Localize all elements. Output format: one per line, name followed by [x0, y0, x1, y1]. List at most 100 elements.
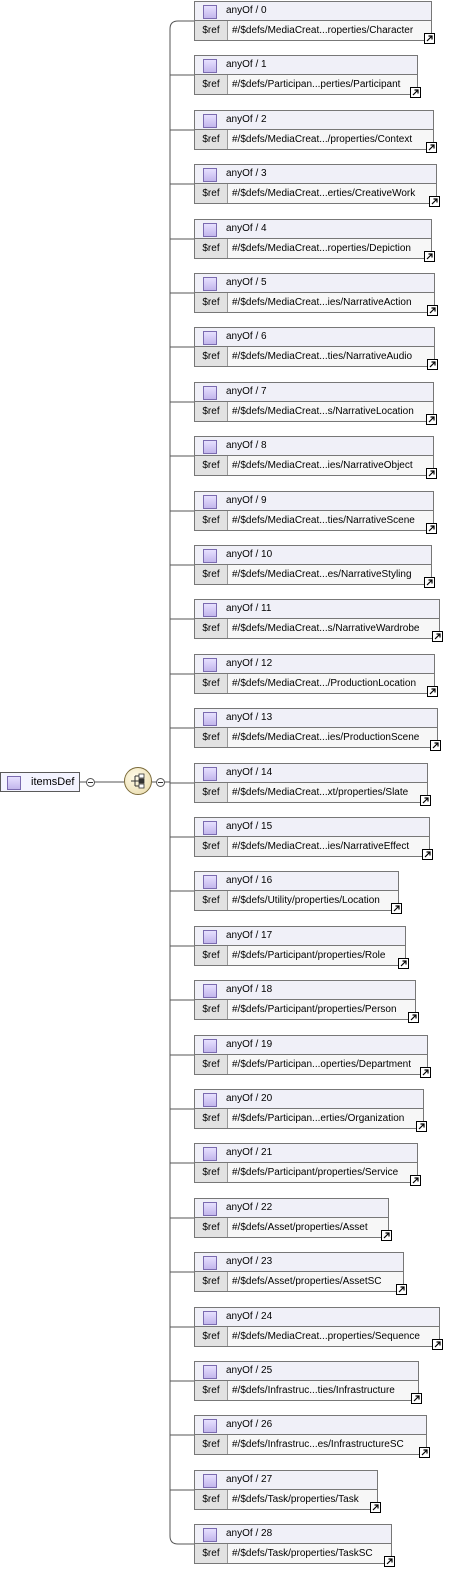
item-ref-key: $ref [195, 728, 228, 747]
link-arrow-icon[interactable] [391, 903, 402, 914]
anyOf-item[interactable]: anyOf / 3$ref#/$defs/MediaCreat...erties… [194, 164, 440, 207]
link-arrow-icon[interactable] [410, 1175, 421, 1186]
link-arrow-icon[interactable] [426, 523, 437, 534]
anyOf-item[interactable]: anyOf / 12$ref#/$defs/MediaCreat.../Prod… [194, 654, 438, 697]
item-header[interactable]: anyOf / 16 [194, 871, 399, 891]
item-header[interactable]: anyOf / 5 [194, 273, 435, 293]
item-ref-value: #/$defs/MediaCreat...ies/NarrativeAction [232, 297, 412, 308]
link-arrow-icon[interactable] [411, 1393, 422, 1404]
item-header[interactable]: anyOf / 19 [194, 1035, 428, 1055]
anyOf-item[interactable]: anyOf / 11$ref#/$defs/MediaCreat...s/Nar… [194, 599, 443, 642]
link-arrow-icon[interactable] [396, 1284, 407, 1295]
anyOf-item[interactable]: anyOf / 22$ref#/$defs/Asset/properties/A… [194, 1198, 392, 1241]
item-header[interactable]: anyOf / 13 [194, 708, 438, 728]
anyOf-item[interactable]: anyOf / 4$ref#/$defs/MediaCreat...ropert… [194, 219, 435, 262]
item-header[interactable]: anyOf / 6 [194, 327, 435, 347]
item-header[interactable]: anyOf / 25 [194, 1361, 419, 1381]
link-arrow-icon[interactable] [429, 196, 440, 207]
item-header[interactable]: anyOf / 26 [194, 1415, 427, 1435]
anyOf-item[interactable]: anyOf / 7$ref#/$defs/MediaCreat...s/Narr… [194, 382, 437, 425]
anyOf-item[interactable]: anyOf / 16$ref#/$defs/Utility/properties… [194, 871, 402, 914]
item-header[interactable]: anyOf / 3 [194, 164, 437, 184]
anyOf-item[interactable]: anyOf / 24$ref#/$defs/MediaCreat...prope… [194, 1307, 443, 1350]
anyOf-item[interactable]: anyOf / 19$ref#/$defs/Participan...opert… [194, 1035, 431, 1078]
anyOf-item[interactable]: anyOf / 21$ref#/$defs/Participant/proper… [194, 1143, 421, 1186]
link-arrow-icon[interactable] [426, 142, 437, 153]
item-header[interactable]: anyOf / 10 [194, 545, 432, 565]
collapse-icon[interactable] [156, 778, 165, 787]
anyOf-item[interactable]: anyOf / 23$ref#/$defs/Asset/properties/A… [194, 1252, 407, 1295]
link-arrow-icon[interactable] [424, 33, 435, 44]
anyOf-item[interactable]: anyOf / 18$ref#/$defs/Participant/proper… [194, 980, 419, 1023]
item-name: anyOf / 28 [226, 1528, 273, 1539]
link-arrow-icon[interactable] [430, 740, 441, 751]
anyOf-item[interactable]: anyOf / 1$ref#/$defs/Participan...pertie… [194, 55, 421, 98]
anyOf-item[interactable]: anyOf / 17$ref#/$defs/Participant/proper… [194, 926, 409, 969]
link-arrow-icon[interactable] [420, 1067, 431, 1078]
anyOf-item[interactable]: anyOf / 2$ref#/$defs/MediaCreat.../prope… [194, 110, 437, 153]
item-header[interactable]: anyOf / 0 [194, 1, 432, 21]
item-header[interactable]: anyOf / 27 [194, 1470, 378, 1490]
item-header[interactable]: anyOf / 12 [194, 654, 435, 674]
anyOf-item[interactable]: anyOf / 10$ref#/$defs/MediaCreat...es/Na… [194, 545, 435, 588]
link-arrow-icon[interactable] [422, 849, 433, 860]
anyOf-item[interactable]: anyOf / 13$ref#/$defs/MediaCreat...ies/P… [194, 708, 441, 751]
item-header[interactable]: anyOf / 28 [194, 1524, 392, 1544]
link-arrow-icon[interactable] [432, 631, 443, 642]
anyOf-item[interactable]: anyOf / 0$ref#/$defs/MediaCreat...ropert… [194, 1, 435, 44]
item-ref-key: $ref [195, 75, 228, 94]
item-header[interactable]: anyOf / 18 [194, 980, 416, 1000]
item-ref-value: #/$defs/Utility/properties/Location [232, 895, 380, 906]
link-arrow-icon[interactable] [427, 359, 438, 370]
item-name: anyOf / 11 [226, 603, 272, 614]
link-arrow-icon[interactable] [408, 1012, 419, 1023]
element-icon [203, 603, 217, 617]
anyOf-item[interactable]: anyOf / 20$ref#/$defs/Participan...ertie… [194, 1089, 427, 1132]
link-arrow-icon[interactable] [398, 958, 409, 969]
link-arrow-icon[interactable] [381, 1230, 392, 1241]
link-arrow-icon[interactable] [432, 1339, 443, 1350]
link-arrow-icon[interactable] [424, 577, 435, 588]
anyOf-item[interactable]: anyOf / 27$ref#/$defs/Task/properties/Ta… [194, 1470, 381, 1513]
item-header[interactable]: anyOf / 1 [194, 55, 418, 75]
item-header[interactable]: anyOf / 14 [194, 763, 428, 783]
item-header[interactable]: anyOf / 8 [194, 436, 434, 456]
element-icon [203, 1474, 217, 1488]
link-arrow-icon[interactable] [424, 251, 435, 262]
item-header[interactable]: anyOf / 11 [194, 599, 440, 619]
root-element-itemsDef[interactable]: itemsDef [0, 772, 80, 792]
link-arrow-icon[interactable] [410, 87, 421, 98]
anyOf-item[interactable]: anyOf / 15$ref#/$defs/MediaCreat...ies/N… [194, 817, 433, 860]
anyOf-item[interactable]: anyOf / 14$ref#/$defs/MediaCreat...xt/pr… [194, 763, 431, 806]
link-arrow-icon[interactable] [420, 795, 431, 806]
anyOf-item[interactable]: anyOf / 28$ref#/$defs/Task/properties/Ta… [194, 1524, 395, 1567]
anyOf-item[interactable]: anyOf / 5$ref#/$defs/MediaCreat...ies/Na… [194, 273, 438, 316]
anyOf-item[interactable]: anyOf / 9$ref#/$defs/MediaCreat...ties/N… [194, 491, 437, 534]
link-arrow-icon[interactable] [426, 414, 437, 425]
item-header[interactable]: anyOf / 24 [194, 1307, 440, 1327]
item-header[interactable]: anyOf / 15 [194, 817, 430, 837]
anyOf-item[interactable]: anyOf / 6$ref#/$defs/MediaCreat...ties/N… [194, 327, 438, 370]
item-header[interactable]: anyOf / 7 [194, 382, 434, 402]
collapse-icon[interactable] [86, 778, 95, 787]
item-ref-row: $ref#/$defs/Task/properties/Task [194, 1490, 378, 1510]
link-arrow-icon[interactable] [427, 686, 438, 697]
item-header[interactable]: anyOf / 22 [194, 1198, 389, 1218]
item-header[interactable]: anyOf / 9 [194, 491, 434, 511]
link-arrow-icon[interactable] [416, 1121, 427, 1132]
choice-compositor-icon[interactable] [124, 767, 152, 795]
anyOf-item[interactable]: anyOf / 26$ref#/$defs/Infrastruc...es/In… [194, 1415, 430, 1458]
link-arrow-icon[interactable] [427, 305, 438, 316]
item-header[interactable]: anyOf / 20 [194, 1089, 424, 1109]
anyOf-item[interactable]: anyOf / 25$ref#/$defs/Infrastruc...ties/… [194, 1361, 422, 1404]
link-arrow-icon[interactable] [370, 1502, 381, 1513]
link-arrow-icon[interactable] [419, 1447, 430, 1458]
item-header[interactable]: anyOf / 4 [194, 219, 432, 239]
item-header[interactable]: anyOf / 23 [194, 1252, 404, 1272]
item-header[interactable]: anyOf / 21 [194, 1143, 418, 1163]
link-arrow-icon[interactable] [426, 468, 437, 479]
anyOf-item[interactable]: anyOf / 8$ref#/$defs/MediaCreat...ies/Na… [194, 436, 437, 479]
link-arrow-icon[interactable] [384, 1556, 395, 1567]
item-header[interactable]: anyOf / 17 [194, 926, 406, 946]
item-header[interactable]: anyOf / 2 [194, 110, 434, 130]
